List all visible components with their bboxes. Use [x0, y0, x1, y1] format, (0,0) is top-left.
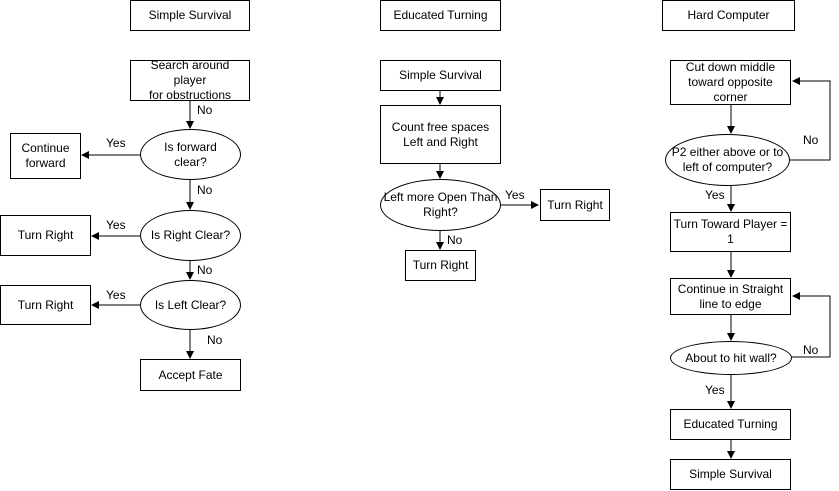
node-educated-turning: Educated Turning — [670, 409, 791, 440]
decision-p2-position: P2 either above or to left of computer? — [665, 134, 790, 186]
node-continue-straight: Continue in Straight line to edge — [670, 278, 791, 315]
node-turn-right-2: Turn Right — [0, 285, 91, 325]
node-turn-right-1: Turn Right — [0, 215, 91, 256]
node-continue-forward: Continue forward — [10, 133, 81, 179]
label-yes-forward: Yes — [106, 136, 126, 150]
title-simple-survival: Simple Survival — [130, 0, 250, 31]
node-turn-right-yes: Turn Right — [540, 189, 610, 221]
edge-p2-no-loop — [790, 77, 831, 161]
label-no-forward: No — [197, 183, 213, 197]
node-accept-fate: Accept Fate — [140, 359, 241, 391]
label-yes-left-open: Yes — [505, 188, 525, 202]
label-yes-wall: Yes — [705, 383, 725, 397]
title-hard-computer: Hard Computer — [662, 0, 795, 31]
label-no-left-open: No — [447, 233, 463, 247]
node-cut-down-middle: Cut down middle toward opposite corner — [670, 60, 791, 105]
decision-about-to-hit-wall: About to hit wall? — [670, 341, 792, 375]
node-search-obstructions: Search around player for obstructions — [130, 58, 250, 102]
label-no-p2: No — [803, 133, 819, 147]
node-turn-right-no: Turn Right — [405, 250, 476, 281]
edge-wall-no-loop — [792, 292, 831, 358]
label-no-right: No — [197, 263, 213, 277]
node-simple-survival-start: Simple Survival — [380, 60, 501, 91]
label-yes-left: Yes — [106, 288, 126, 302]
label-yes-p2: Yes — [705, 188, 725, 202]
decision-left-more-open: Left more Open Than Right? — [380, 179, 501, 231]
decision-right-clear: Is Right Clear? — [140, 210, 241, 261]
node-simple-survival-end: Simple Survival — [670, 459, 791, 490]
label-yes-right: Yes — [106, 218, 126, 232]
node-turn-toward-player: Turn Toward Player = 1 — [670, 212, 791, 252]
label-no-left: No — [207, 333, 223, 347]
title-educated-turning: Educated Turning — [380, 0, 501, 31]
label-no-wall: No — [803, 343, 819, 357]
decision-left-clear: Is Left Clear? — [140, 280, 241, 330]
label-no-search: No — [197, 103, 213, 117]
node-count-free-spaces: Count free spaces Left and Right — [380, 105, 501, 164]
decision-forward-clear: Is forward clear? — [140, 129, 241, 180]
